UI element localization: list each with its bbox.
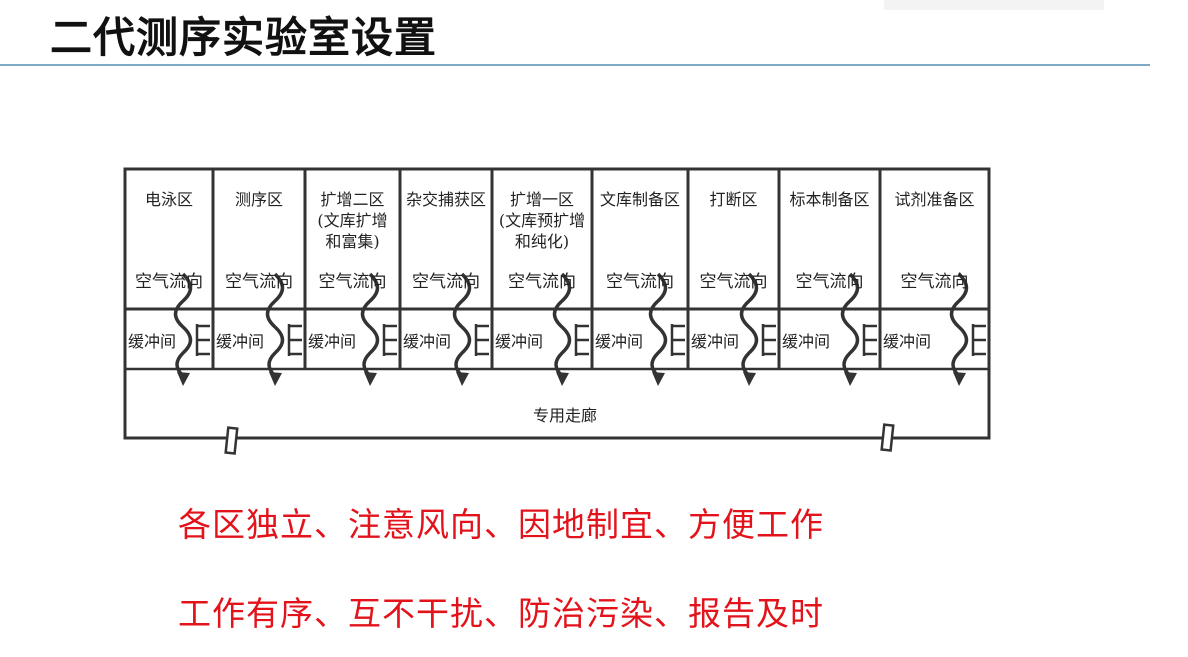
airflow-label: 空气流向	[135, 272, 203, 292]
airflow-arrowhead	[269, 372, 282, 386]
airflow-arrow	[949, 272, 969, 378]
airflow-arrowhead	[556, 372, 569, 386]
buffer-room-label: 缓冲间	[691, 332, 740, 351]
airflow-arrowhead	[743, 372, 756, 386]
zone-name: 测序区	[234, 190, 283, 209]
zone-name: 文库制备区	[599, 190, 680, 209]
airflow-label: 空气流向	[795, 272, 864, 292]
buffer-room-label: 缓冲间	[216, 332, 265, 351]
airflow-label: 空气流向	[508, 272, 576, 292]
zone-name: 扩增一区(文库预扩增和纯化)	[498, 190, 586, 251]
zone-name: 扩增二区(文库扩增和富集)	[317, 190, 388, 251]
airflow-arrowhead	[456, 372, 469, 386]
title-underline	[0, 64, 1150, 66]
zone-name: 杂交捕获区	[405, 190, 486, 209]
airflow-arrow	[173, 272, 193, 378]
airflow-label: 空气流向	[318, 272, 387, 292]
slogan-line-2: 工作有序、互不干扰、防治污染、报告及时	[178, 594, 824, 633]
airflow-label: 空气流向	[900, 272, 969, 292]
zone-name: 试剂准备区	[894, 190, 975, 209]
airflow-arrowhead	[953, 372, 966, 386]
zone-name: 打断区	[709, 190, 758, 209]
buffer-room-label: 缓冲间	[595, 332, 644, 351]
buffer-room-label: 缓冲间	[782, 332, 831, 351]
corridor-label: 专用走廊	[532, 406, 597, 425]
airflow-arrowhead	[177, 372, 190, 386]
page-title: 二代测序实验室设置	[50, 13, 438, 62]
buffer-room-label: 缓冲间	[495, 332, 544, 351]
slogan-line-1: 各区独立、注意风向、因地制宜、方便工作	[178, 505, 824, 544]
buffer-room-label: 缓冲间	[128, 332, 177, 351]
airflow-label: 空气流向	[412, 272, 480, 292]
airflow-label: 空气流向	[225, 272, 293, 292]
airflow-arrowhead	[652, 372, 665, 386]
zone-name: 标本制备区	[789, 190, 870, 209]
buffer-room-label: 缓冲间	[883, 332, 932, 351]
zone-name: 电泳区	[144, 190, 193, 209]
buffer-room-label: 缓冲间	[308, 332, 357, 351]
window-top-strip	[884, 0, 1104, 10]
airflow-arrow	[452, 272, 472, 378]
buffer-room-label: 缓冲间	[403, 332, 452, 351]
airflow-arrowhead	[364, 372, 377, 386]
airflow-label: 空气流向	[606, 272, 674, 292]
airflow-arrow	[360, 272, 380, 378]
airflow-arrow	[739, 272, 759, 378]
airflow-arrow	[648, 272, 668, 378]
airflow-arrowhead	[844, 372, 857, 386]
airflow-label: 空气流向	[699, 272, 768, 292]
airflow-arrow	[840, 272, 860, 378]
airflow-arrow	[552, 272, 572, 378]
airflow-arrow	[265, 272, 285, 378]
airflow-symbols	[173, 272, 986, 386]
